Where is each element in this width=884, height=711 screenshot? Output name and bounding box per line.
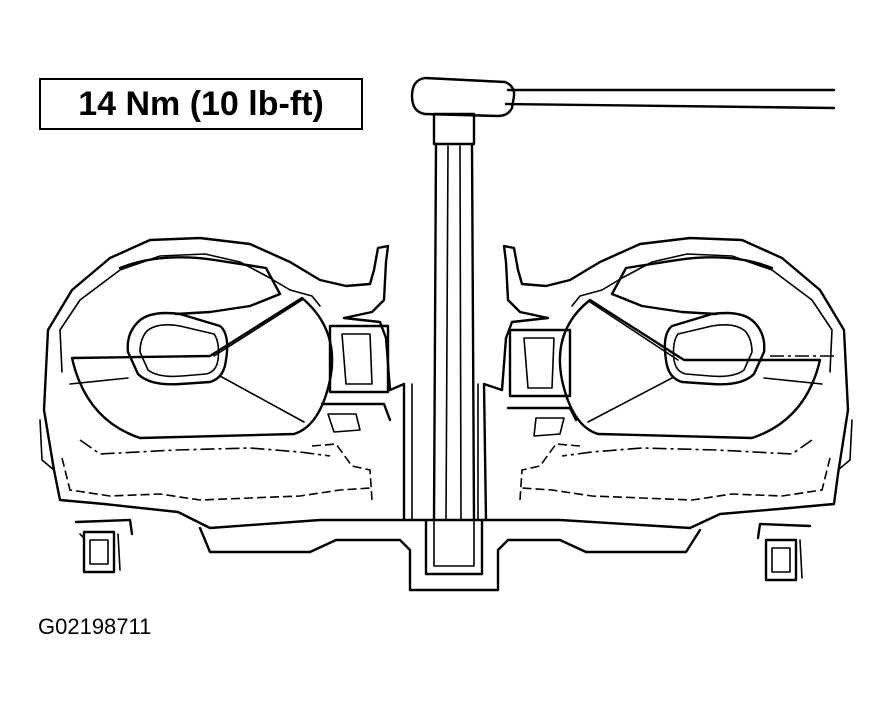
torque-wrench — [410, 76, 836, 576]
figure-id-label: G02198711 — [38, 614, 152, 639]
center-joint-inner — [411, 383, 479, 521]
right-cam-housing — [482, 236, 853, 582]
left-cam-housing — [39, 236, 510, 592]
torque-spec-label: 14 Nm (10 lb-ft) — [39, 78, 363, 130]
